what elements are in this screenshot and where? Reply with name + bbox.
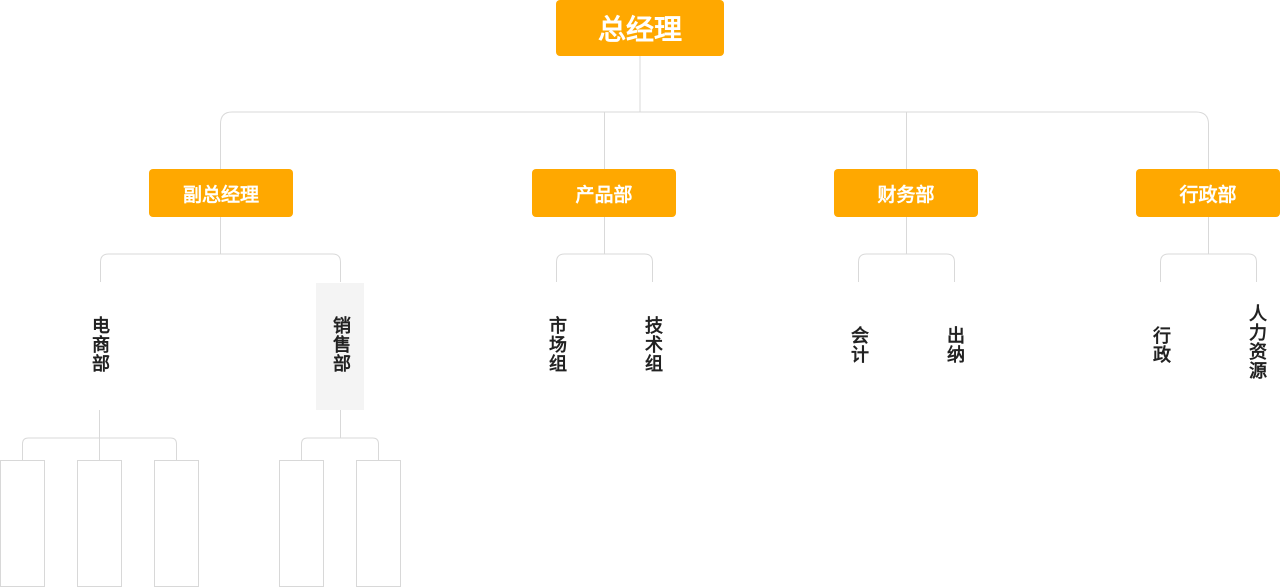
node-cashier[interactable]: 出纳 [944, 326, 965, 364]
node-admin-dept-label: 行政部 [1179, 183, 1237, 206]
sales-sub-card[interactable] [279, 460, 324, 587]
node-administration[interactable]: 行政 [1150, 326, 1171, 364]
sales-sub-card[interactable] [356, 460, 401, 587]
node-tech-group[interactable]: 技术组 [642, 316, 663, 373]
ecommerce-sub-card[interactable] [154, 460, 199, 587]
node-product-dept[interactable]: 产品部 [532, 169, 676, 217]
ecommerce-sub-card[interactable] [77, 460, 122, 587]
node-admin-dept[interactable]: 行政部 [1136, 169, 1280, 217]
ecommerce-sub-card[interactable] [0, 460, 45, 587]
sales-dept-highlight [316, 283, 364, 410]
node-general-manager-label: 总经理 [597, 13, 682, 46]
node-human-resources[interactable]: 人力资源 [1246, 304, 1267, 380]
node-finance-dept-label: 财务部 [877, 183, 935, 206]
node-market-group[interactable]: 市场组 [546, 316, 567, 373]
node-sales-dept[interactable]: 销售部 [330, 316, 351, 373]
node-accounting[interactable]: 会计 [848, 326, 869, 364]
node-product-dept-label: 产品部 [575, 183, 633, 206]
node-ecommerce-dept[interactable]: 电商部 [89, 316, 110, 373]
node-finance-dept[interactable]: 财务部 [834, 169, 978, 217]
node-deputy-general-manager[interactable]: 副总经理 [149, 169, 293, 217]
node-deputy-general-manager-label: 副总经理 [182, 183, 259, 206]
node-general-manager[interactable]: 总经理 [556, 0, 724, 56]
